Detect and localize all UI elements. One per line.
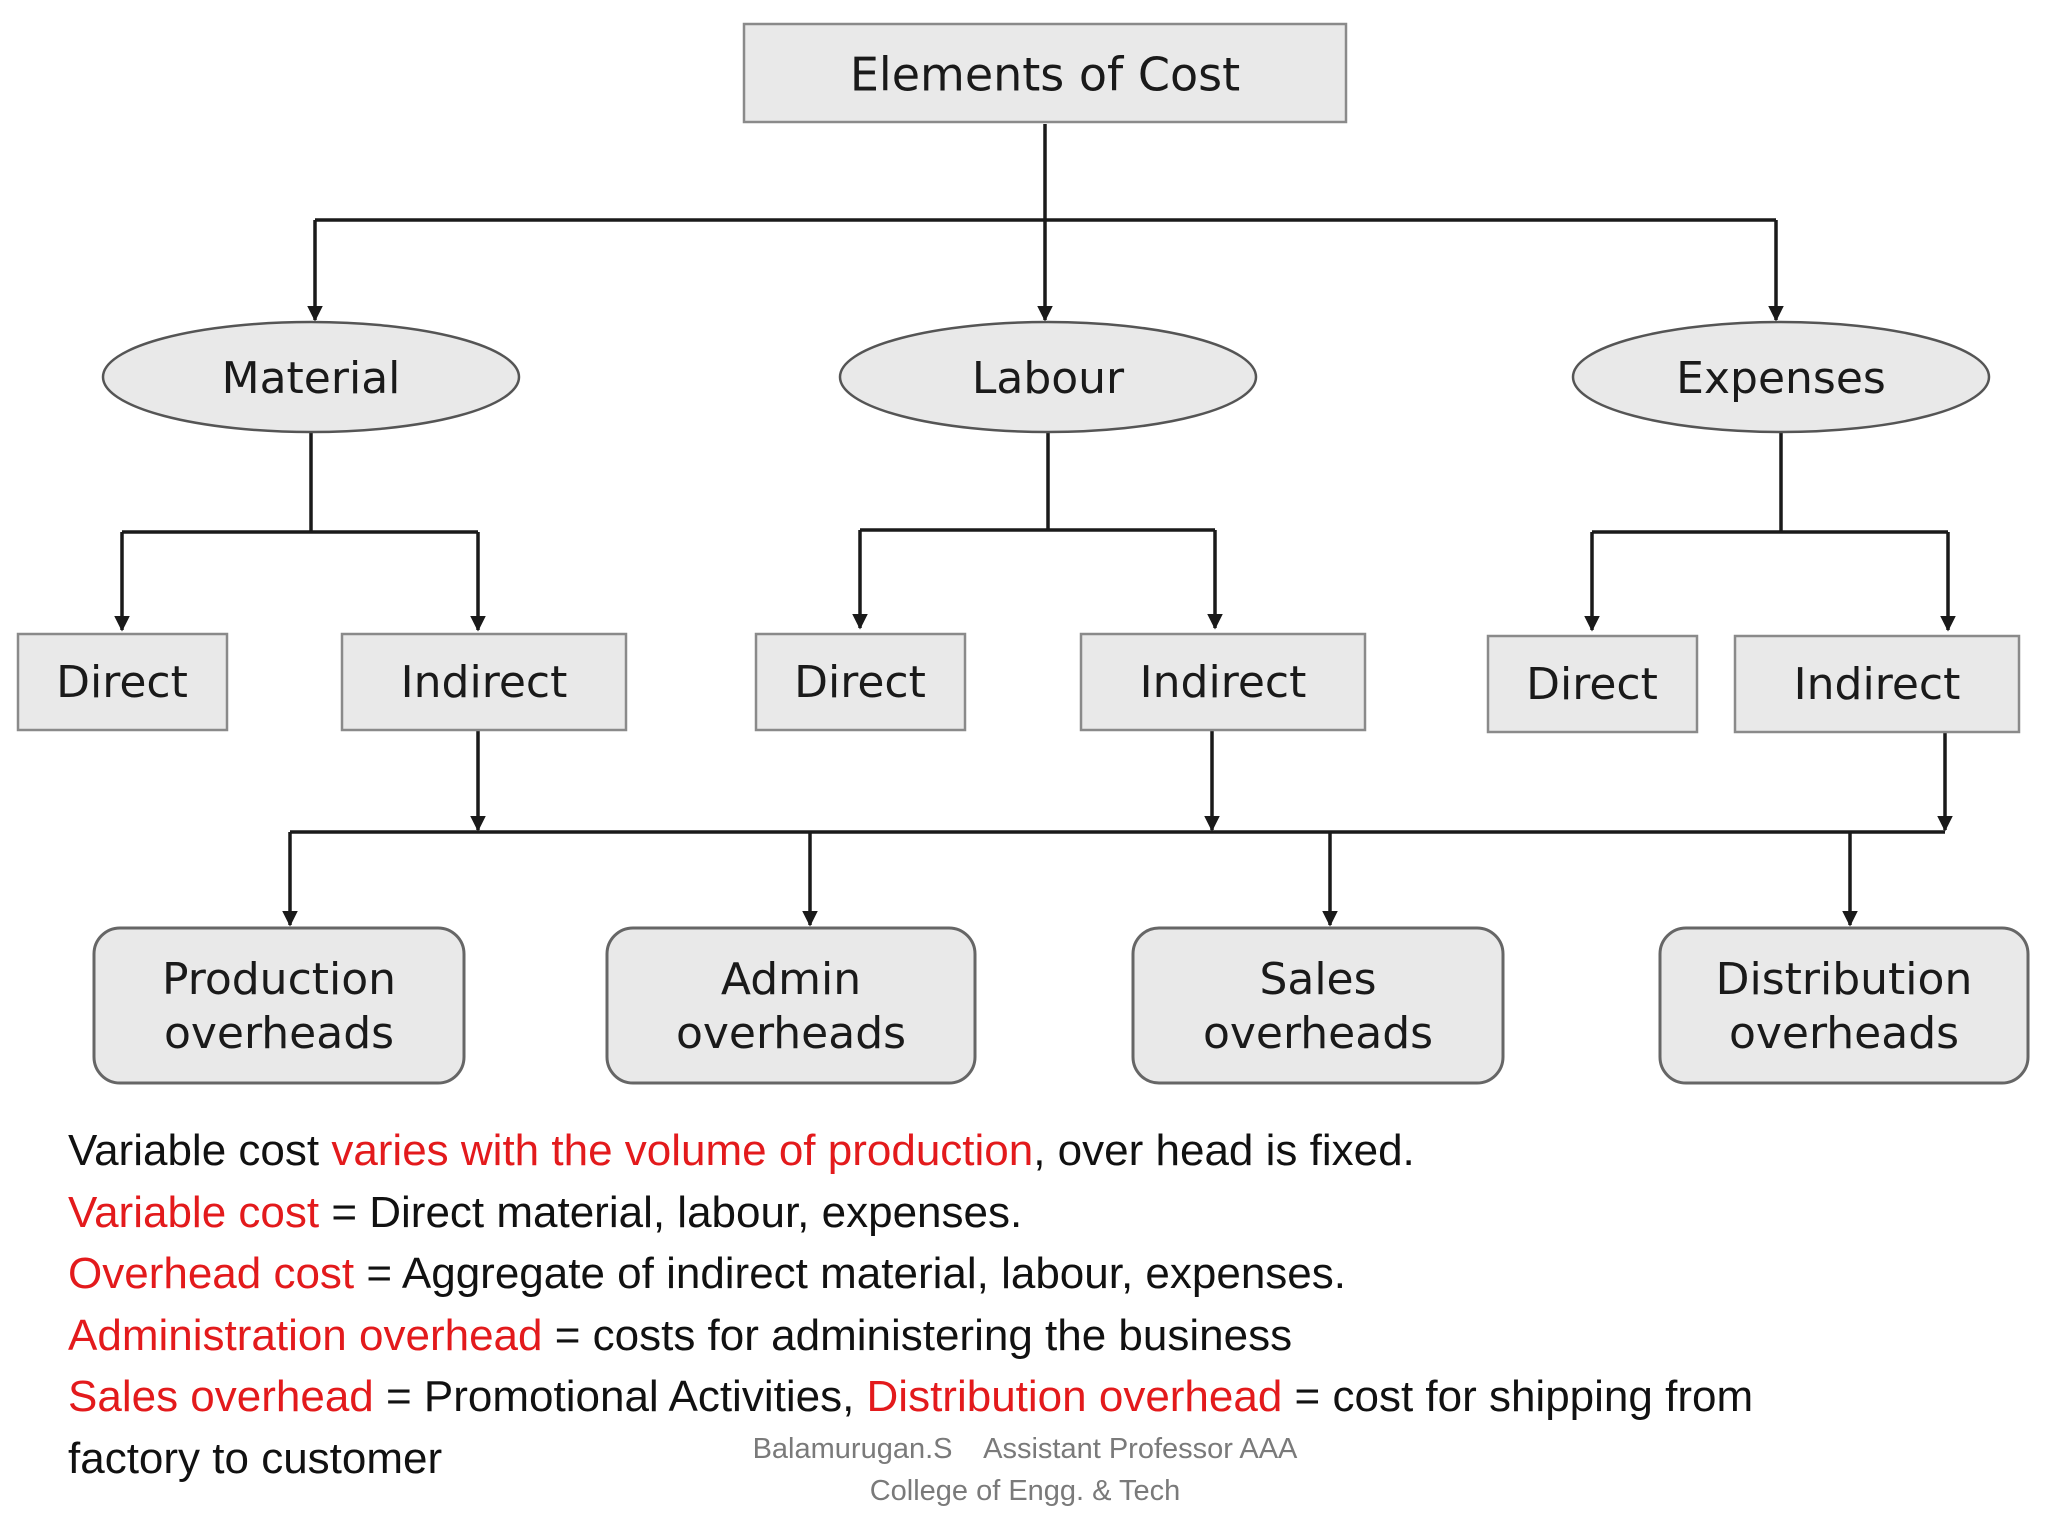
note-3-highlight: Overhead cost [68,1249,355,1298]
note-2-text: = Direct material, labour, expenses. [319,1187,1023,1237]
production-overheads-label-1: Production [162,954,396,1005]
note-1-text-c: , over head is fixed. [1033,1126,1415,1175]
note-line-1: Variable cost varies with the volume of … [68,1120,1988,1182]
expenses-indirect-label: Indirect [1794,659,1961,710]
sales-overheads-label-2: overheads [1203,1008,1433,1059]
note-line-5: Sales overhead = Promotional Activities,… [68,1366,1988,1428]
note-line-4: Administration overhead = costs for admi… [68,1305,1988,1367]
production-overheads-node: Production overheads [92,926,466,1085]
category-node-material: Material [101,320,521,434]
labour-direct-label: Direct [794,657,926,708]
note-5-highlight-a: Sales overhead [68,1372,374,1421]
distribution-overheads-node: Distribution overheads [1658,926,2030,1085]
note-2-highlight: Variable cost [68,1187,320,1237]
expenses-indirect-node: Indirect [1733,634,2021,734]
root-node-label: Elements of Cost [850,48,1240,102]
material-indirect-label: Indirect [401,657,568,708]
material-direct-label: Direct [56,657,188,708]
admin-overheads-label-2: overheads [676,1008,906,1059]
category-label-labour: Labour [972,353,1125,404]
connectors-root [307,124,1784,322]
note-4-highlight: Administration overhead [68,1310,543,1360]
footer-line-1: Balamurugan.S Assistant Professor AAA [752,1433,1298,1465]
note-1-text-a: Variable cost [68,1126,332,1175]
root-node: Elements of Cost [742,22,1348,124]
footer-line-2: College of Engg. & Tech [869,1475,1181,1507]
labour-indirect-label: Indirect [1140,657,1307,708]
note-3-text: = Aggregate of indirect material, labour… [354,1249,1346,1298]
material-direct-node: Direct [16,632,229,732]
note-4-text: = costs for administering the business [542,1310,1293,1360]
connectors-categories [114,432,1956,632]
labour-indirect-node: Indirect [1079,632,1367,732]
note-line-3: Overhead cost = Aggregate of indirect ma… [68,1243,1988,1305]
admin-overheads-label-1: Admin [721,954,861,1005]
note-line-6: factory to customer [68,1433,443,1483]
category-label-expenses: Expenses [1676,353,1886,404]
elements-of-cost-diagram: Elements of Cost Material Labour Expense… [16,22,2030,1085]
connectors-overheads [282,730,1953,927]
note-line-2: Variable cost = Direct material, labour,… [68,1182,1988,1244]
notes-block: Variable cost varies with the volume of … [68,1120,1988,1489]
note-5-text-b: = Promotional Activities, [373,1372,867,1421]
expenses-direct-node: Direct [1486,634,1699,734]
note-5-highlight-c: Distribution overhead [866,1372,1283,1421]
category-node-labour: Labour [838,320,1258,434]
distribution-overheads-label-2: overheads [1729,1008,1959,1059]
labour-direct-node: Direct [754,632,967,732]
category-label-material: Material [222,353,401,404]
expenses-direct-label: Direct [1526,659,1658,710]
distribution-overheads-label-1: Distribution [1716,954,1973,1005]
sales-overheads-node: Sales overheads [1131,926,1505,1085]
material-indirect-node: Indirect [340,632,628,732]
admin-overheads-node: Admin overheads [605,926,977,1085]
note-1-highlight: varies with the volume of production [331,1126,1034,1175]
sales-overheads-label-1: Sales [1259,954,1376,1005]
category-node-expenses: Expenses [1571,320,1991,434]
slide-footer: Balamurugan.S Assistant Professor AAA Co… [700,1428,1350,1512]
production-overheads-label-2: overheads [164,1008,394,1059]
note-5-text-d: = cost for shipping from [1282,1372,1754,1421]
